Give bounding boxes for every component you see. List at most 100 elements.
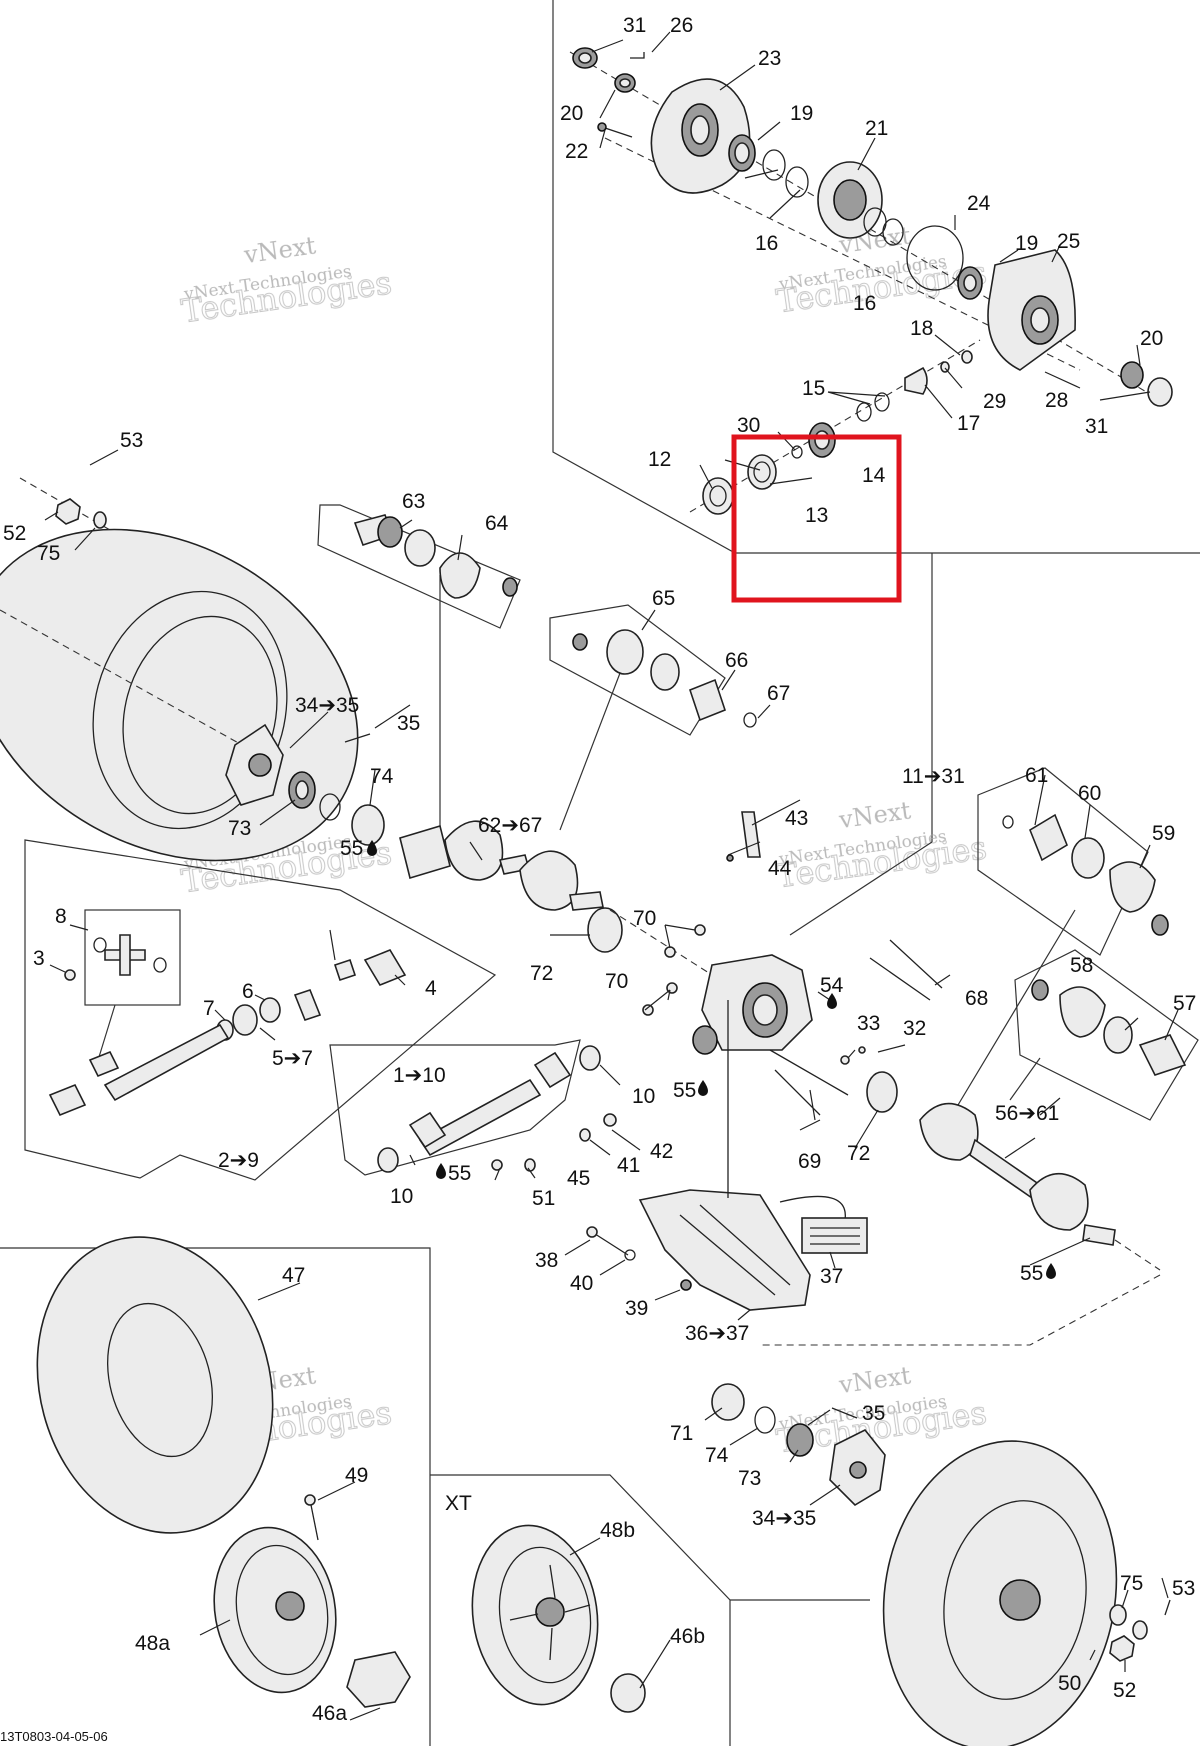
callout-label: 30: [737, 414, 760, 437]
skid-plate: [564, 1000, 868, 1321]
callout-label: 58: [1070, 954, 1093, 977]
callout-label: 14: [862, 464, 886, 487]
callout-label: 53: [120, 429, 143, 452]
callout-label: 46b: [670, 1625, 705, 1648]
callout-label: 31: [623, 14, 646, 37]
callout-label: 44: [768, 857, 792, 880]
callout-label: 10: [632, 1085, 655, 1108]
oil-drop-icon: [367, 840, 377, 856]
callout-label: 73: [738, 1467, 761, 1490]
callout-label: 54: [820, 974, 844, 997]
watermark-text: vNext: [836, 796, 912, 834]
callout-label: 34➔35: [295, 694, 359, 717]
callout-label: 65: [652, 587, 675, 610]
callout-label: 1➔10: [393, 1064, 446, 1087]
callout-label: 17: [957, 412, 980, 435]
tire-part: [882, 1440, 1118, 1746]
oil-drop-icon: [436, 1163, 446, 1179]
callout-label: 25: [1057, 230, 1080, 253]
callout-label: 26: [670, 14, 693, 37]
callout-label: 72: [530, 962, 553, 985]
callout-label: 61: [1025, 764, 1048, 787]
shim-part: [882, 218, 904, 246]
callout-label: 70: [633, 907, 656, 930]
callout-label: 48a: [135, 1632, 170, 1655]
bolt-part: [601, 126, 633, 138]
wheel-lower-left: [36, 1236, 411, 1721]
callout-label: 47: [282, 1264, 305, 1287]
callout-label: 74: [705, 1444, 729, 1467]
callout-label: 29: [983, 390, 1006, 413]
callout-label: 31: [1085, 415, 1108, 438]
callout-label: 50: [1058, 1672, 1081, 1695]
callout-label: 57: [1173, 992, 1196, 1015]
callout-label: 62➔67: [478, 814, 542, 837]
callout-label: 55: [448, 1162, 471, 1185]
callout-label: 55: [1020, 1262, 1043, 1285]
center-cap-part: [610, 1673, 646, 1713]
callout-label: 71: [670, 1422, 693, 1445]
callout-label: 11➔31: [902, 765, 965, 788]
callout-label: 52: [1113, 1679, 1136, 1702]
callout-label: 6: [242, 980, 254, 1003]
callout-label: 15: [802, 377, 825, 400]
callout-label: 73: [228, 817, 251, 840]
variant-label: XT: [445, 1492, 472, 1515]
callout-label: 24: [967, 192, 991, 215]
cv-shaft-right: [760, 767, 1199, 1346]
shim-part: [762, 149, 786, 181]
oil-drop-icon: [1046, 1263, 1056, 1279]
o-ring-part: [906, 225, 964, 291]
callout-label: 21: [865, 117, 888, 140]
callout-label: 2➔9: [218, 1149, 259, 1172]
callout-label: 16: [755, 232, 778, 255]
callout-label: 52: [3, 522, 26, 545]
callout-label: 8: [55, 905, 67, 928]
tire-part: [36, 1236, 274, 1534]
callout-label: 66: [725, 649, 748, 672]
watermark-text: vNext: [836, 1361, 912, 1399]
callout-label: 34➔35: [752, 1507, 816, 1530]
diagram-id: 13T0803-04-05-06: [0, 1729, 108, 1744]
o-ring-part: [587, 907, 623, 953]
wheel-upper-left: [0, 449, 411, 862]
rim-part: [213, 1526, 337, 1694]
callout-label: 72: [847, 1142, 870, 1165]
callout-label: 49: [345, 1464, 368, 1487]
callout-label: 32: [903, 1017, 926, 1040]
callout-label: 18: [910, 317, 933, 340]
callout-label: 75: [1120, 1572, 1143, 1595]
callout-label: 55: [673, 1079, 696, 1102]
callout-label: 56➔61: [995, 1102, 1059, 1125]
callout-labels: 31 26 23 20 19 21 22 16 16 24 19 25 18 2…: [0, 14, 1196, 1744]
callout-label: 40: [570, 1272, 593, 1295]
callout-label: 13: [805, 504, 828, 527]
callout-label: 4: [425, 977, 437, 1000]
watermark-text: vNext: [241, 231, 317, 269]
oil-drop-icons: [367, 840, 1056, 1279]
callout-label: 20: [560, 102, 583, 125]
callout-label: 75: [37, 542, 60, 565]
callout-label: 7: [203, 997, 215, 1020]
oil-drop-icon: [827, 993, 837, 1009]
callout-label: 35: [862, 1402, 885, 1425]
callout-label: 59: [1152, 822, 1175, 845]
callout-label: 51: [532, 1187, 555, 1210]
callout-label: 64: [485, 512, 509, 535]
wheel-xt: [471, 1524, 671, 1713]
callout-label: 37: [820, 1265, 843, 1288]
callout-label: 22: [565, 140, 588, 163]
callout-label: 33: [857, 1012, 880, 1035]
callout-label: 20: [1140, 327, 1163, 350]
wheel-lower-right: [704, 1383, 1171, 1746]
callout-label: 60: [1078, 782, 1101, 805]
seal-part: [702, 477, 734, 515]
callout-label: 70: [605, 970, 628, 993]
callout-label: 46a: [312, 1702, 347, 1725]
callout-label: 63: [402, 490, 425, 513]
callout-label: 43: [785, 807, 808, 830]
callout-label: 67: [767, 682, 790, 705]
callout-label: 68: [965, 987, 988, 1010]
shim-part: [785, 166, 809, 198]
